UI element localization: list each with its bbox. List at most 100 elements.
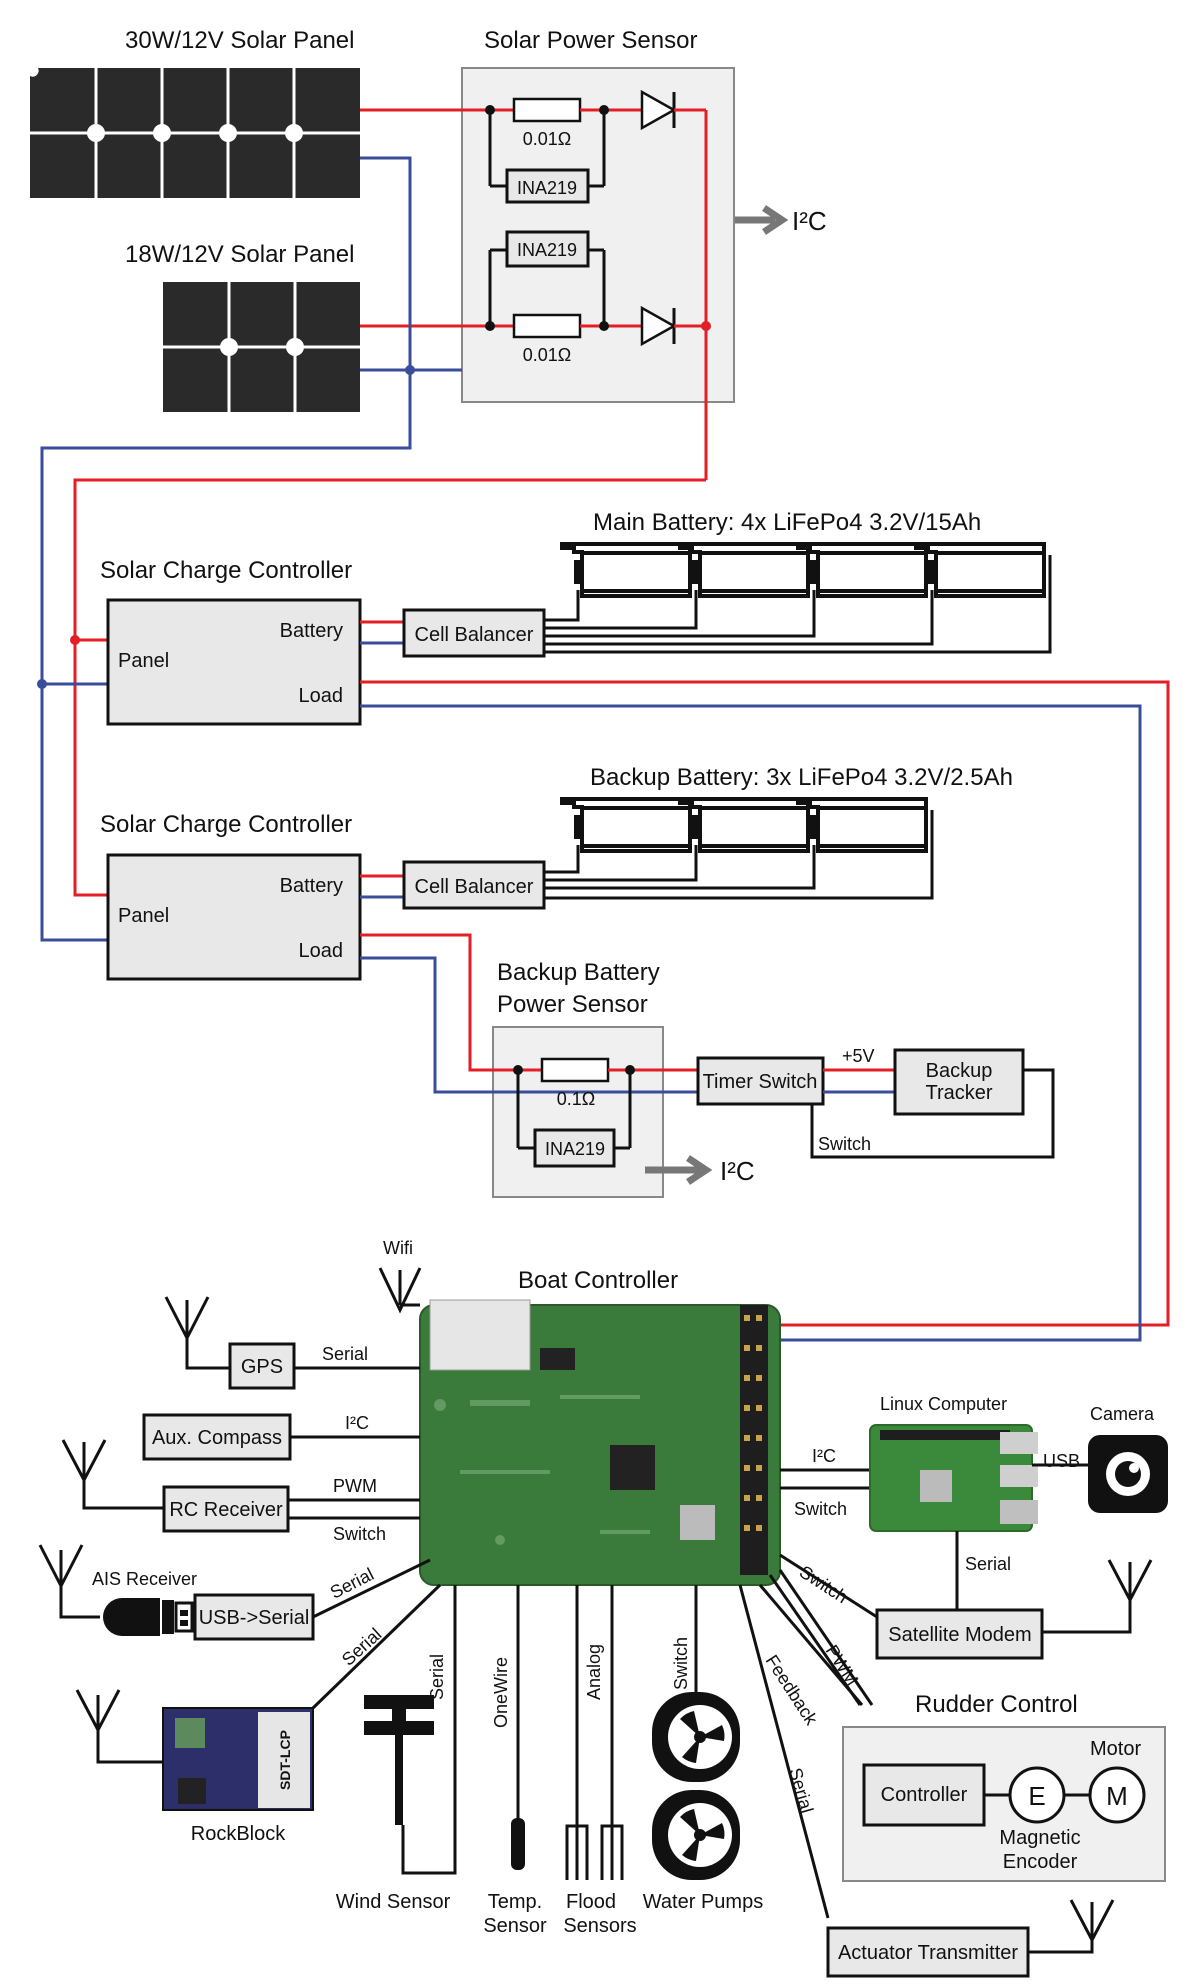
rudder-control-title: Rudder Control bbox=[915, 1691, 1078, 1718]
motor-symbol: M bbox=[1106, 1781, 1128, 1811]
backup-power-sensor-box bbox=[492, 1026, 664, 1198]
panel18-title: 18W/12V Solar Panel bbox=[125, 241, 354, 268]
water-pumps-icon bbox=[652, 1692, 740, 1880]
flood-sensor-label-2: Sensors bbox=[563, 1915, 636, 1937]
motor-circle bbox=[1088, 1766, 1146, 1824]
flood-sensor-label-1: Flood bbox=[566, 1891, 616, 1913]
cell-balancer-2-label: Cell Balancer bbox=[415, 876, 534, 898]
timer-switch bbox=[696, 1056, 825, 1106]
solar-sensor-top-branch bbox=[360, 89, 706, 204]
onewire-label: OneWire bbox=[491, 1657, 511, 1728]
aux-compass bbox=[142, 1413, 292, 1461]
cell-balancer-1-label: Cell Balancer bbox=[415, 624, 534, 646]
backup-tracker-label-2: Tracker bbox=[925, 1082, 992, 1104]
wind-serial-label: Serial bbox=[427, 1654, 447, 1700]
solar-panel-30w bbox=[30, 68, 360, 198]
solar-i2c-arrow-icon bbox=[735, 205, 789, 235]
cell-balancer-2 bbox=[402, 860, 546, 910]
tracker-switch-label: Switch bbox=[818, 1134, 871, 1154]
ais-title: AIS Receiver bbox=[92, 1569, 197, 1589]
backup-ina219-label: INA219 bbox=[545, 1139, 605, 1159]
rockblock-label: RockBlock bbox=[191, 1823, 286, 1845]
rc-receiver bbox=[162, 1485, 290, 1533]
wind-sensor-label: Wind Sensor bbox=[336, 1891, 451, 1913]
linux-i2c-label: I²C bbox=[812, 1446, 836, 1466]
satellite-antenna-icon bbox=[1042, 1559, 1153, 1634]
encoder-label-1: Magnetic bbox=[999, 1827, 1080, 1849]
rudder-controller-label: Controller bbox=[881, 1784, 968, 1806]
backup-tracker-label-1: Backup bbox=[926, 1060, 993, 1082]
backup-battery-title: Backup Battery: 3x LiFePo4 3.2V/2.5Ah bbox=[590, 764, 1013, 791]
backup-sensor-title-2: Power Sensor bbox=[497, 991, 648, 1018]
serial-bottom-label: Serial bbox=[785, 1766, 817, 1816]
solar-sensor-title: Solar Power Sensor bbox=[484, 27, 697, 54]
controller2-load-label: Load bbox=[299, 940, 344, 962]
ina219-top-label: INA219 bbox=[517, 178, 577, 198]
gps-antenna-icon bbox=[164, 1296, 230, 1370]
linux-switch-label: Switch bbox=[794, 1499, 847, 1519]
rc-receiver-label: RC Receiver bbox=[169, 1499, 283, 1521]
linux-computer-board bbox=[869, 1424, 1038, 1532]
encoder-label-2: Encoder bbox=[1003, 1851, 1078, 1873]
timer-switch-label: Timer Switch bbox=[703, 1071, 818, 1093]
rockblock-antenna-icon bbox=[75, 1689, 163, 1764]
main-battery-cells bbox=[544, 542, 1052, 654]
boat-controller-title: Boat Controller bbox=[518, 1267, 678, 1294]
aux-compass-label: Aux. Compass bbox=[152, 1427, 282, 1449]
compass-i2c-label: I²C bbox=[345, 1413, 369, 1433]
backup-tracker bbox=[893, 1048, 1025, 1116]
controller2-panel-label: Panel bbox=[118, 905, 169, 927]
cell-balancer-1 bbox=[402, 608, 546, 658]
wifi-antenna-icon bbox=[378, 1267, 422, 1314]
solar-panel-18w bbox=[163, 282, 360, 412]
rc-antenna-icon bbox=[61, 1439, 164, 1510]
backup-sensor-title-1: Backup Battery bbox=[497, 959, 660, 986]
motor-label: Motor bbox=[1090, 1738, 1141, 1760]
rc-switch-label: Switch bbox=[333, 1524, 386, 1544]
feedback-label: Feedback bbox=[762, 1651, 822, 1729]
backup-i2c-label: I²C bbox=[720, 1156, 755, 1186]
rc-pwm-label: PWM bbox=[333, 1476, 377, 1496]
gps-label: GPS bbox=[241, 1356, 283, 1378]
encoder-symbol: E bbox=[1028, 1781, 1045, 1811]
temp-sensor-icon bbox=[511, 1585, 525, 1870]
linux-computer-title: Linux Computer bbox=[880, 1394, 1007, 1414]
ina219-bottom-label: INA219 bbox=[517, 240, 577, 260]
gps-module bbox=[228, 1342, 296, 1390]
usb-serial-adapter bbox=[193, 1593, 315, 1641]
usb-dongle-icon bbox=[103, 1598, 194, 1636]
controller1-panel-label: Panel bbox=[118, 650, 169, 672]
solar-i2c-label: I²C bbox=[792, 206, 827, 236]
linux-serial-label: Serial bbox=[965, 1554, 1011, 1574]
rockblock-chip-label: SDT-LCP bbox=[277, 1730, 293, 1790]
gps-serial-label: Serial bbox=[322, 1344, 368, 1364]
solar-power-sensor-box bbox=[461, 67, 735, 403]
controller2-battery-label: Battery bbox=[280, 875, 343, 897]
controller2-title: Solar Charge Controller bbox=[100, 811, 352, 838]
usb-serial-label: USB->Serial bbox=[199, 1607, 310, 1629]
resistor-top-label: 0.01Ω bbox=[523, 129, 572, 149]
resistor-bottom-label: 0.01Ω bbox=[523, 345, 572, 365]
backup-battery-cells bbox=[544, 797, 934, 900]
plus5v-label: +5V bbox=[842, 1046, 875, 1066]
flood-sensors-icon bbox=[565, 1585, 624, 1880]
actuator-transmitter bbox=[826, 1926, 1030, 1978]
camera-icon bbox=[1088, 1435, 1168, 1513]
backup-resistor-label: 0.1Ω bbox=[557, 1089, 595, 1109]
controller1-battery-label: Battery bbox=[280, 620, 343, 642]
actuator-antenna-icon bbox=[1028, 1899, 1115, 1954]
wind-sensor-icon bbox=[364, 1695, 434, 1825]
actuator-transmitter-label: Actuator Transmitter bbox=[838, 1942, 1018, 1964]
pump-switch-label: Switch bbox=[671, 1637, 691, 1690]
wifi-label: Wifi bbox=[383, 1238, 413, 1258]
satellite-modem-label: Satellite Modem bbox=[888, 1624, 1031, 1646]
temp-sensor-label-2: Sensor bbox=[483, 1915, 547, 1937]
controller1-title: Solar Charge Controller bbox=[100, 557, 352, 584]
solar-sensor-bottom-branch bbox=[360, 230, 706, 347]
boat-controller-pcb bbox=[419, 1299, 781, 1586]
rockblock-module bbox=[162, 1707, 314, 1811]
camera-title: Camera bbox=[1090, 1404, 1155, 1424]
satellite-switch-label: Switch bbox=[796, 1562, 851, 1608]
ais-antenna-icon bbox=[38, 1544, 100, 1619]
